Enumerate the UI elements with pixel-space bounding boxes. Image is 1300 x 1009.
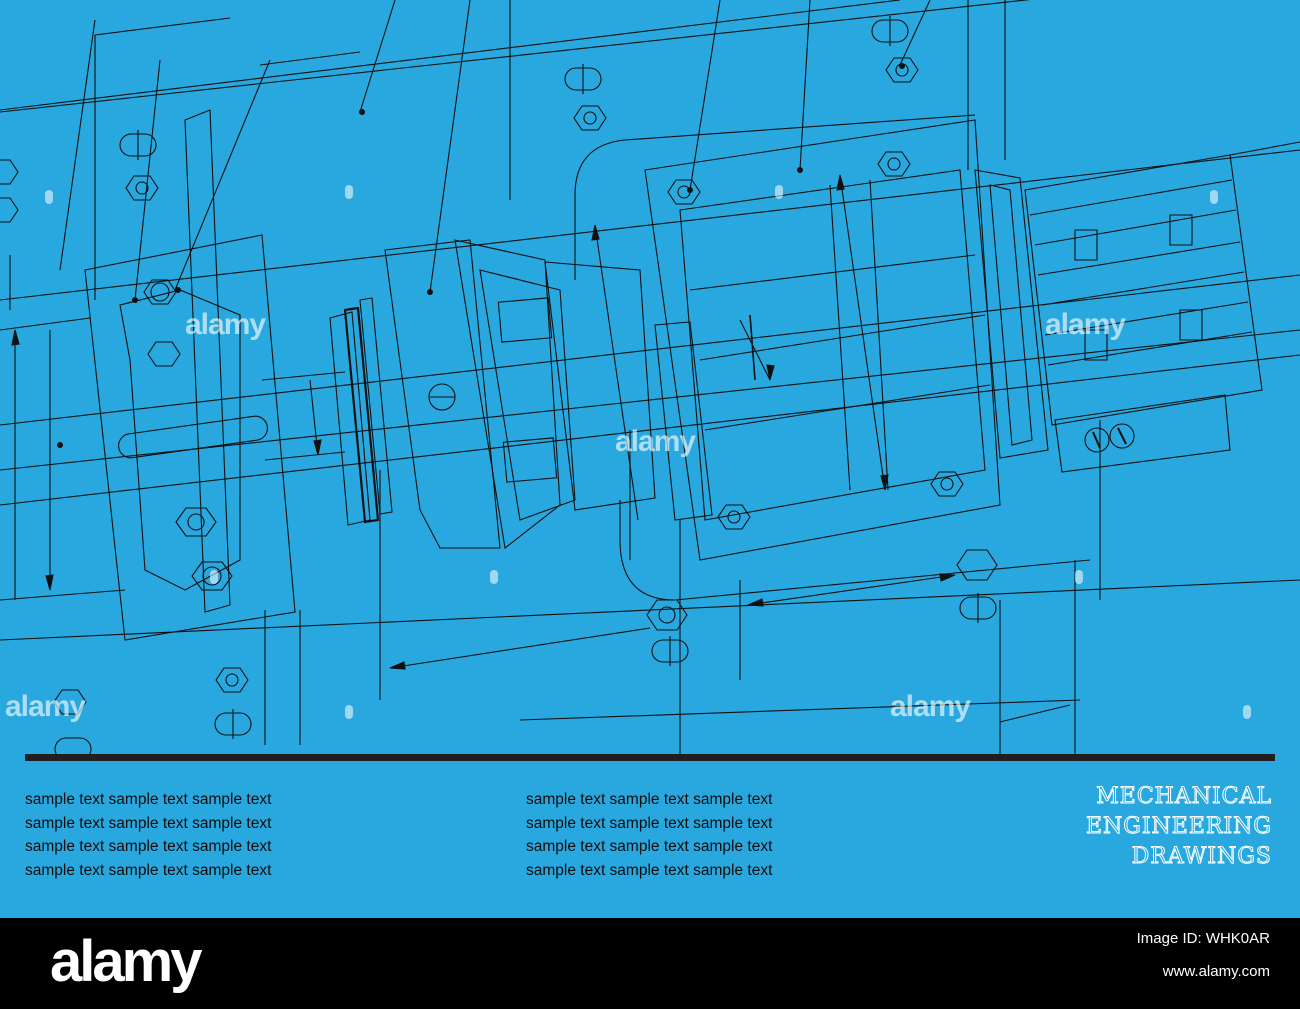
- watermark-alamy: alamy: [1045, 308, 1126, 341]
- construction-lines: [0, 0, 1300, 760]
- hex-nuts: [0, 58, 997, 714]
- sample-text-line: sample text sample text sample text: [526, 838, 773, 855]
- watermark-mark: [210, 570, 218, 584]
- motor-body: [645, 120, 1048, 560]
- watermark-alamy: alamy: [890, 690, 971, 723]
- poster-title: MECHANICAL ENGINEERING DRAWINGS: [1085, 782, 1272, 872]
- watermark-alamy: alamy: [615, 425, 696, 458]
- watermark-mark: [345, 705, 353, 719]
- sample-text-line: sample text sample text sample text: [526, 791, 773, 808]
- watermark-mark: [1075, 570, 1083, 584]
- blueprint-poster: alamy alamy alamy alamy alamy sample tex…: [0, 0, 1300, 918]
- watermark-mark: [1243, 705, 1251, 719]
- watermark-alamy: alamy: [5, 690, 86, 723]
- stock-footer-bar: [0, 918, 1300, 1009]
- watermark-mark: [1210, 190, 1218, 204]
- shaft-and-coupling: [262, 298, 392, 525]
- sample-text-column-1: sample text sample text sample text samp…: [25, 788, 271, 882]
- mechanical-drawing: [0, 0, 1300, 760]
- title-line-3: DRAWINGS: [1131, 844, 1272, 870]
- title-line-1: MECHANICAL: [1096, 784, 1272, 810]
- sample-text-line: sample text sample text sample text: [25, 814, 272, 832]
- watermark-mark: [45, 190, 53, 204]
- watermark-mark: [490, 570, 498, 584]
- slotted-washers: [55, 16, 996, 760]
- title-line-2: ENGINEERING: [1085, 814, 1272, 840]
- watermark-mark: [345, 185, 353, 199]
- sample-text-line: sample text sample text sample text: [25, 838, 272, 855]
- sample-text-line: sample text sample text sample text: [526, 861, 773, 879]
- gearbox-housing: [385, 115, 1090, 600]
- leader-dots: [57, 63, 905, 448]
- watermark-mark: [775, 185, 783, 199]
- sample-text-line: sample text sample text sample text: [25, 791, 272, 808]
- sample-text-column-2: sample text sample text sample text samp…: [526, 788, 772, 882]
- dimension-lines: [12, 175, 1070, 722]
- image-id-label: Image ID: WHK0AR: [1136, 930, 1270, 947]
- alamy-logo: alamy: [50, 929, 202, 994]
- motor-fins: [1025, 142, 1300, 472]
- sample-text-line: sample text sample text sample text: [526, 814, 773, 832]
- site-url-label: www.alamy.com: [1162, 963, 1270, 980]
- watermark-alamy: alamy: [185, 308, 266, 341]
- sample-text-line: sample text sample text sample text: [25, 861, 272, 879]
- baseline-bar: [25, 754, 1275, 761]
